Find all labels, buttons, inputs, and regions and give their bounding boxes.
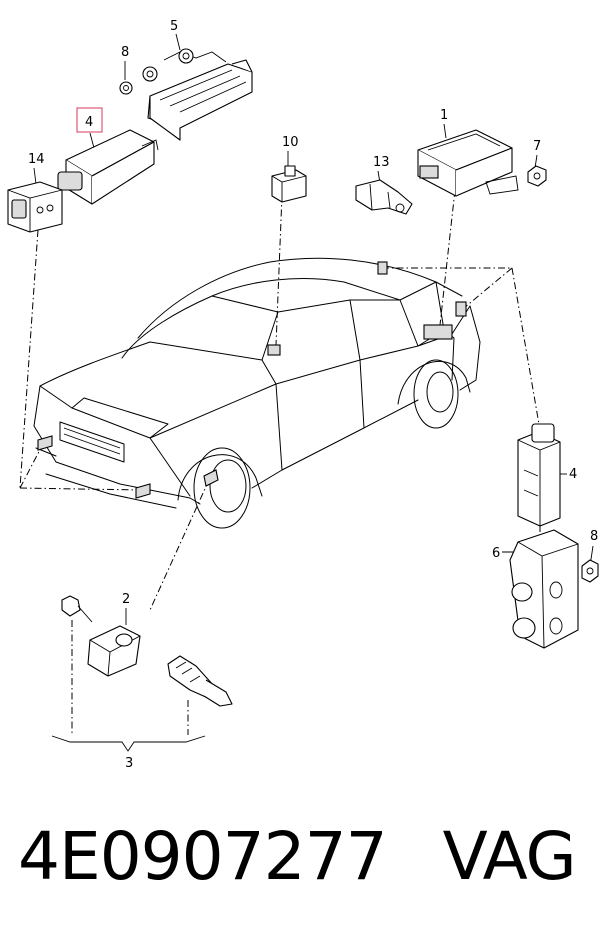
callout-14: 14	[28, 152, 45, 167]
part-number: 4E0907277	[18, 818, 388, 895]
car-body	[33, 257, 481, 529]
control-unit-part-4	[57, 129, 159, 205]
sensor-part-10	[271, 165, 307, 203]
control-unit-part-1	[417, 129, 519, 197]
part-number-caption: 4E0907277 VAG	[18, 818, 598, 898]
bracket-part-5	[119, 48, 253, 141]
callout-4-highlighted: 4	[85, 115, 93, 130]
leader-lines	[33, 33, 594, 625]
callout-2: 2	[122, 592, 130, 607]
sensor-part-4-right	[517, 423, 561, 527]
callout-7: 7	[533, 139, 541, 154]
callout-8-top: 8	[121, 45, 129, 60]
bracket-3	[51, 735, 206, 752]
parts-exploded-diagram: 5 8 4 1 10 7 14 13 4 8 6 2 3	[7, 19, 599, 771]
highlight-box	[76, 107, 103, 133]
nut-part-8-right	[581, 559, 599, 583]
valve-stem-part	[167, 655, 233, 707]
callout-13: 13	[373, 155, 390, 170]
brand-name: VAG	[442, 818, 577, 895]
connection-lines	[19, 189, 541, 735]
connector-part-14	[7, 181, 63, 233]
sensor-part-13	[355, 179, 413, 215]
callout-8-right: 8	[590, 529, 598, 544]
holder-part-6	[509, 529, 579, 649]
nut-part-7	[527, 165, 547, 187]
callout-4-right: 4	[569, 467, 577, 482]
callout-10: 10	[282, 135, 299, 150]
valve-nut-part	[61, 595, 93, 623]
callout-5: 5	[170, 19, 178, 34]
tpms-sensor-part-2	[87, 625, 141, 677]
callout-6: 6	[492, 546, 500, 561]
callout-3: 3	[125, 756, 133, 771]
callout-1: 1	[440, 108, 448, 123]
